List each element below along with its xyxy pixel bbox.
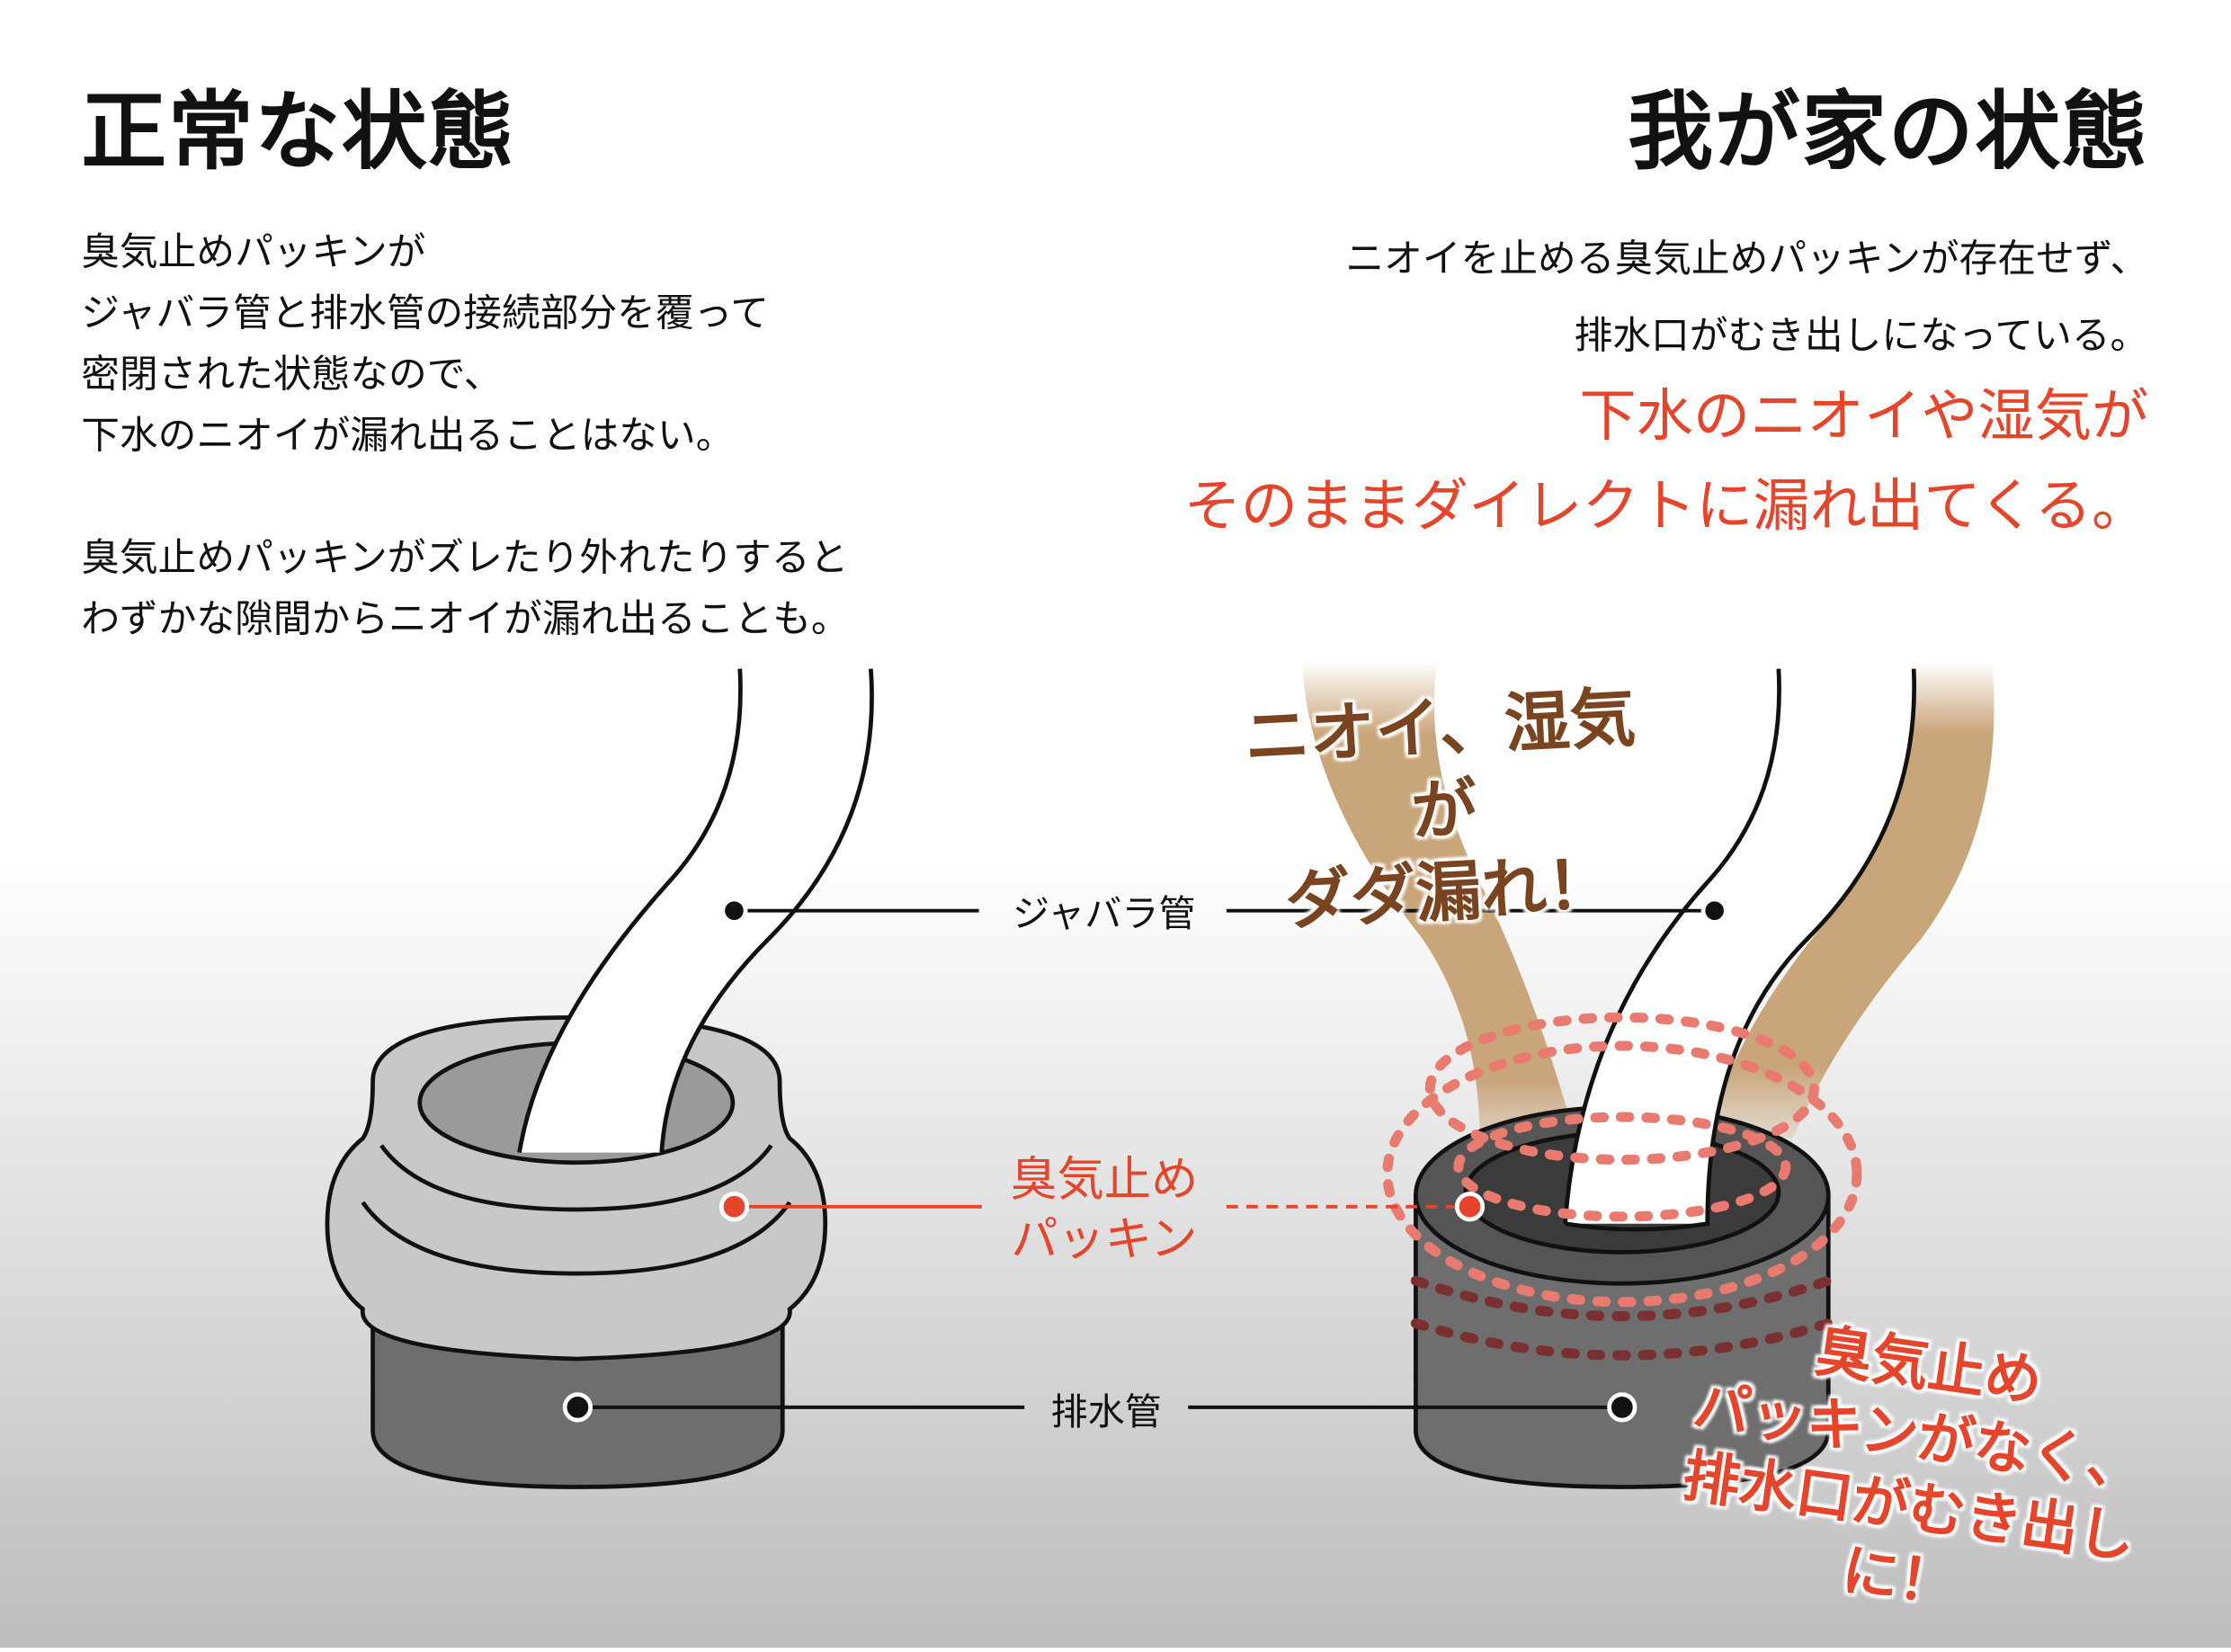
left-paragraph-1: 臭気止めパッキンが ジャバラ管と排水管の接続部分を覆って 密閉された状態なので、… — [81, 222, 769, 467]
text-line: パッキン — [1011, 1210, 1198, 1267]
left-title: 正常な状態 — [81, 82, 515, 183]
text-line: 下水のニオイや湿気が — [1579, 384, 2149, 451]
text-line: そのままダイレクトに漏れ出てくる。 — [1183, 473, 2149, 540]
leak-callout: ニオイ、湿気が ダダ漏れ！ — [1218, 674, 1671, 945]
text-line: ニオイを止める臭気止めパッキンが存在せず、 — [1345, 237, 2149, 282]
text-line: わずかな隙間からニオイが漏れ出ることも。 — [81, 597, 850, 642]
right-emphasis: 下水のニオイや湿気が そのままダイレクトに漏れ出てくる。 — [1183, 373, 2148, 552]
label-hose: ジャバラ管 — [1013, 893, 1196, 937]
left-paragraph-2: 臭気止めパッキンがズレたり外れたりすると わずかな隙間からニオイが漏れ出ることも… — [81, 528, 849, 650]
right-title: 我が家の状態 — [1628, 82, 2149, 183]
leak-rings — [1382, 1012, 1862, 1361]
text-line: ジャバラ管と排水管の接続部分を覆って — [81, 291, 769, 336]
right-paragraph: ニオイを止める臭気止めパッキンが存在せず、 排水口がむき出しになっている。 — [1345, 222, 2148, 376]
left-hose — [517, 668, 874, 1154]
text-line: 臭気止めパッキンがズレたり外れたりすると — [81, 536, 849, 581]
label-drain: 排水管 — [1050, 1391, 1162, 1434]
label-packing: 臭気止め パッキン — [982, 1149, 1227, 1269]
right-hose — [1563, 668, 1917, 1232]
leader-lines — [562, 897, 1728, 1423]
text-line: 臭気止めパッキンが — [81, 230, 426, 275]
text-line: 排水口がむき出しになっている。 — [1574, 314, 2149, 359]
text-line: 下水のニオイが漏れ出ることはない。 — [81, 414, 735, 459]
text-line: 臭気止め — [1010, 1151, 1199, 1207]
text-line: 密閉された状態なので、 — [81, 353, 503, 397]
text-line: ニオイ、湿気が — [1242, 678, 1638, 850]
